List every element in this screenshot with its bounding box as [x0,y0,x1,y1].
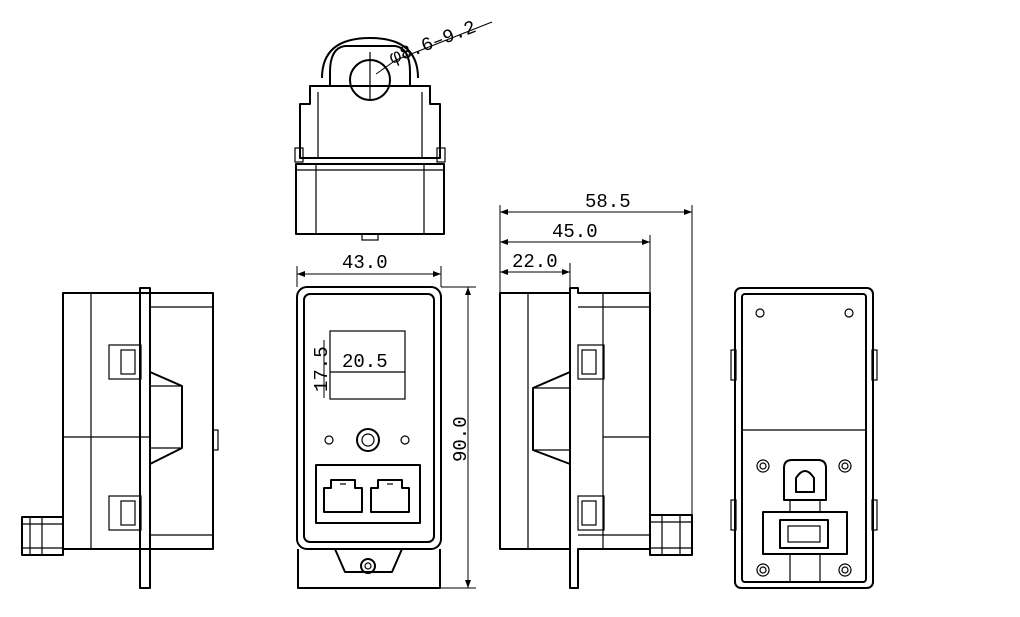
left-side-view [21,287,219,589]
front-height-dimension: 90.0 [450,416,472,462]
rear-view [730,287,878,589]
depth-front-dimension: 22.0 [512,251,558,273]
label-width-dimension: 20.5 [342,351,388,373]
label-height-dimension: 17.5 [311,346,333,392]
front-view: 20.5 17.5 43.0 90.0 [296,252,476,589]
cable-diameter-label: φ8.6–9.2 [386,16,479,69]
depth-mid-dimension: 45.0 [552,221,598,243]
top-view: φ8.6–9.2 [294,16,493,241]
front-width-dimension: 43.0 [342,252,388,274]
depth-total-dimension: 58.5 [585,191,631,213]
right-side-view: 58.5 45.0 22.0 [499,191,693,589]
